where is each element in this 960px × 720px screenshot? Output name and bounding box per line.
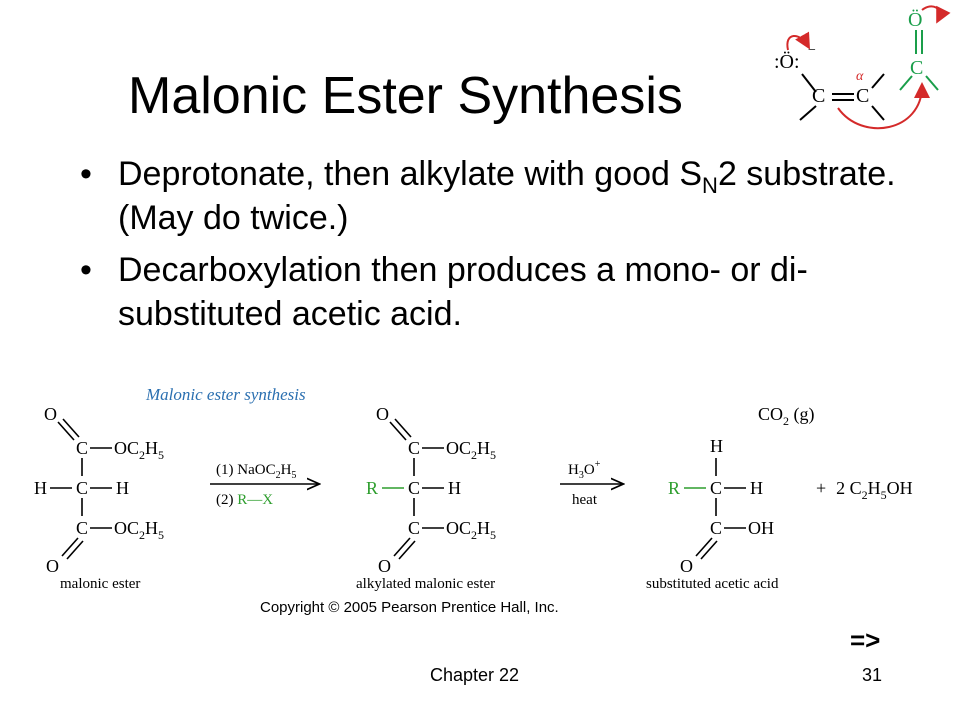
scheme-heading: Malonic ester synthesis [145, 385, 306, 404]
acetic-acid-structure: H R C H C OH O substituted acetic acid [646, 436, 779, 592]
enolate-inset: :Ö: − C C α Ö C [774, 5, 951, 130]
svg-text:C: C [408, 478, 420, 498]
reaction-scheme: Malonic ester synthesis O C OC2H5 H C H … [34, 385, 913, 616]
svg-text:C: C [408, 438, 420, 458]
svg-text:C: C [408, 518, 420, 538]
svg-text:C: C [76, 438, 88, 458]
svg-text:C: C [76, 518, 88, 538]
svg-text:(1) NaOC2H5: (1) NaOC2H5 [216, 462, 296, 481]
step-1-reagents: (1) NaOC2H5 (2) R—X [210, 462, 318, 508]
svg-text:C: C [710, 478, 722, 498]
enolate-carbon-2: C [856, 85, 869, 107]
svg-text:OC2H5: OC2H5 [446, 438, 496, 462]
svg-text:H3O+: H3O+ [568, 459, 601, 481]
ethanol-byproduct: +2 C2H5OH [816, 478, 913, 502]
alkylated-ester-structure: O C OC2H5 R C H C OC2H5 O alkylated malo… [356, 404, 496, 592]
svg-text:R: R [668, 478, 680, 498]
svg-text:R: R [366, 478, 378, 498]
svg-text:heat: heat [572, 492, 598, 508]
svg-text:H: H [448, 478, 461, 498]
next-slide-arrow[interactable]: => [850, 625, 881, 655]
svg-text:H: H [710, 436, 723, 456]
svg-text:O: O [378, 556, 391, 576]
enolate-carbon-1: C [812, 85, 825, 107]
footer-page-number: 31 [862, 665, 883, 685]
svg-text:O: O [376, 404, 389, 424]
malonic-ester-structure: O C OC2H5 H C H C OC2H5 O malonic ester [34, 404, 164, 592]
alkylated-ester-caption: alkylated malonic ester [356, 576, 495, 592]
carbonyl-oxygen: Ö [908, 8, 922, 31]
malonic-ester-caption: malonic ester [60, 576, 140, 592]
carbonyl-carbon: C [910, 57, 923, 79]
bullet-item-1: Deprotonate, then alkylate with good SN2… [80, 152, 900, 240]
svg-text:O: O [680, 556, 693, 576]
alpha-label: α [856, 69, 864, 84]
svg-text:O: O [44, 404, 57, 424]
svg-text:C: C [710, 518, 722, 538]
slide-title: Malonic Ester Synthesis [128, 67, 683, 125]
svg-text:H: H [116, 478, 129, 498]
svg-text:OH: OH [748, 518, 774, 538]
svg-text:OC2H5: OC2H5 [114, 518, 164, 542]
svg-text:OC2H5: OC2H5 [446, 518, 496, 542]
enolate-minus: − [808, 43, 816, 58]
bullet-item-2: Decarboxylation then produces a mono- or… [80, 248, 900, 336]
acetic-acid-caption: substituted acetic acid [646, 576, 779, 592]
footer-chapter: Chapter 22 [430, 665, 520, 685]
svg-text:OC2H5: OC2H5 [114, 438, 164, 462]
copyright-notice: Copyright © 2005 Pearson Prentice Hall, … [260, 599, 559, 616]
svg-text:H: H [34, 478, 47, 498]
step-2-reagents: H3O+ heat [560, 459, 622, 508]
bullet-list: Deprotonate, then alkylate with good SN2… [80, 152, 900, 344]
svg-text:(2) R—X: (2) R—X [216, 492, 273, 508]
enolate-oxygen: :Ö: [774, 50, 800, 73]
svg-text:O: O [46, 556, 59, 576]
co2-byproduct: CO2 (g) [758, 404, 815, 428]
svg-text:H: H [750, 478, 763, 498]
svg-text:C: C [76, 478, 88, 498]
